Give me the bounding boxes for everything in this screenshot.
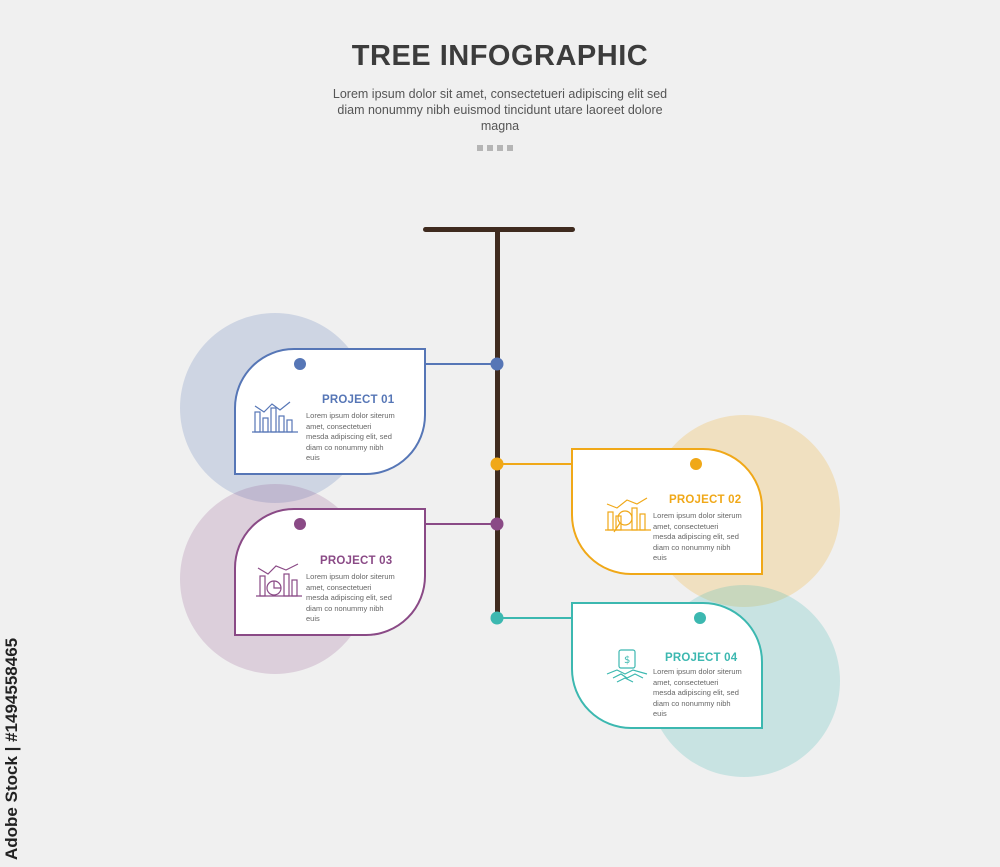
project-01-label: PROJECT 01 (322, 394, 395, 406)
project-04-text: Lorem ipsum dolor siterum amet, consecte… (653, 667, 742, 718)
stock-id-watermark: Adobe Stock | #1494558465 (2, 637, 21, 860)
tree-trunk (495, 229, 500, 620)
project-03-card: PROJECT 03 Lorem ipsum dolor siterum ame… (234, 508, 426, 636)
svg-text:$: $ (624, 655, 630, 666)
page-title: TREE INFOGRAPHIC (351, 40, 649, 72)
project-03-start-dot (294, 518, 306, 530)
divider-dots (477, 145, 513, 151)
project-03-trunk-dot (490, 517, 504, 531)
project-04-label: PROJECT 04 (665, 652, 738, 664)
project-04-card: $ PROJECT 04 Lorem ipsum dolor siterum a… (571, 602, 763, 729)
project-03-text: Lorem ipsum dolor siterum amet, consecte… (306, 572, 395, 623)
project-04-trunk-dot (490, 611, 504, 625)
project-03-label: PROJECT 03 (320, 555, 393, 567)
project-01-start-dot (294, 358, 306, 370)
project-01-text: Lorem ipsum dolor siterum amet, consecte… (306, 411, 395, 462)
chart-pie-icon (256, 563, 302, 597)
project-01-trunk-dot (490, 357, 504, 371)
project-02-label: PROJECT 02 (669, 494, 742, 506)
project-02-card: PROJECT 02 Lorem ipsum dolor siterum ame… (571, 448, 763, 575)
handshake-money-icon: $ (606, 649, 648, 683)
project-02-trunk-dot (490, 457, 504, 471)
project-04-end-dot (694, 612, 706, 624)
project-01-card: PROJECT 01 Lorem ipsum dolor siterum ame… (234, 348, 426, 475)
bar-chart-icon (252, 401, 298, 433)
chart-magnifier-icon (605, 497, 651, 533)
page-subtitle: Lorem ipsum dolor sit amet, consectetuer… (332, 87, 668, 133)
project-02-text: Lorem ipsum dolor siterum amet, consecte… (653, 511, 742, 562)
project-02-end-dot (690, 458, 702, 470)
